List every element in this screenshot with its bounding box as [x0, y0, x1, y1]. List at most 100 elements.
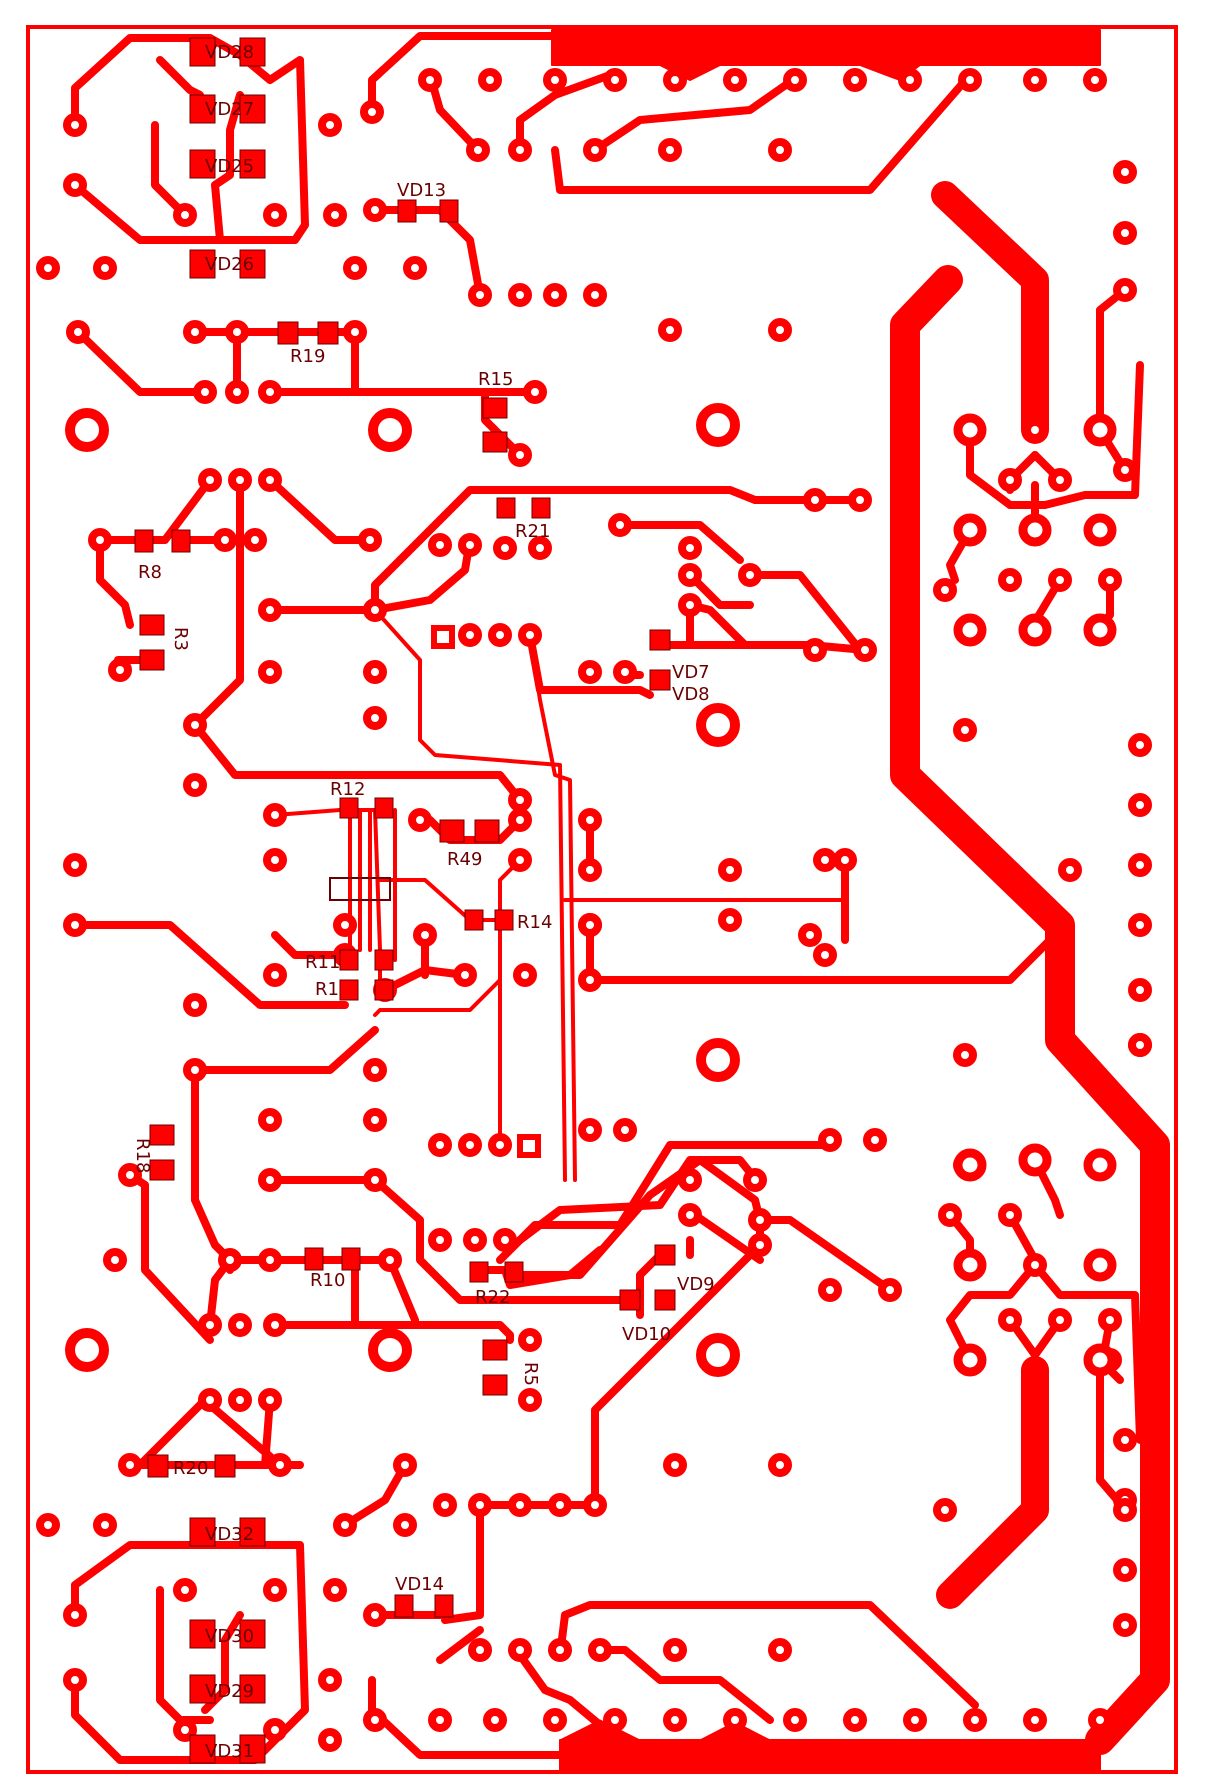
- smd-pad: [189, 1619, 216, 1649]
- through-hole-pad: [998, 568, 1022, 592]
- through-hole-pad: [183, 1058, 207, 1082]
- through-hole-pad: [258, 1108, 282, 1132]
- through-hole-pad: [393, 1453, 417, 1477]
- label-VD13: VD13: [397, 180, 446, 201]
- label-VD8: VD8: [672, 684, 710, 705]
- through-hole-pad: [258, 468, 282, 492]
- through-hole-pad: [88, 528, 112, 552]
- mounting-hole: [696, 1333, 740, 1377]
- mounting-hole: [65, 1328, 109, 1372]
- through-hole-pad: [466, 138, 490, 162]
- through-hole-pad: [1048, 1308, 1072, 1332]
- through-hole-pad: [1128, 913, 1152, 937]
- through-hole-pad: [1058, 858, 1082, 882]
- label-R19: R19: [290, 346, 325, 367]
- smd-pad: [239, 37, 266, 67]
- label-VD32: VD32: [205, 1524, 254, 1545]
- through-hole-pad: [1023, 68, 1047, 92]
- bottom-power-bus: [559, 1739, 1101, 1773]
- through-hole-pad: [583, 138, 607, 162]
- through-hole-pad: [428, 1228, 452, 1252]
- through-hole-pad: [463, 1228, 487, 1252]
- label-R5: R5: [520, 1362, 541, 1386]
- through-hole-pad: [363, 198, 387, 222]
- large-pad: [953, 1148, 987, 1182]
- smd-pad: [189, 94, 216, 124]
- through-hole-pad: [963, 1708, 987, 1732]
- through-hole-pad: [933, 1498, 957, 1522]
- smd-pad: [341, 1247, 361, 1271]
- through-hole-pad: [323, 203, 347, 227]
- through-hole-pad: [263, 203, 287, 227]
- through-hole-pad: [343, 256, 367, 280]
- through-hole-pad: [508, 848, 532, 872]
- through-hole-pad: [198, 468, 222, 492]
- through-hole-pad: [458, 533, 482, 557]
- through-hole-pad: [903, 1708, 927, 1732]
- smd-pad: [469, 1261, 489, 1283]
- smd-pad: [189, 1734, 216, 1764]
- through-hole-pad: [363, 1108, 387, 1132]
- main-power-rail: [890, 265, 1170, 1755]
- through-hole-pad: [63, 853, 87, 877]
- through-hole-pad: [543, 1708, 567, 1732]
- through-hole-pad: [723, 1708, 747, 1732]
- large-pad: [1083, 613, 1117, 647]
- smd-pad: [339, 797, 359, 819]
- through-hole-pad: [543, 283, 567, 307]
- through-hole-pad: [458, 623, 482, 647]
- through-hole-pad: [243, 528, 267, 552]
- through-hole-pad: [263, 1578, 287, 1602]
- through-hole-pad: [453, 963, 477, 987]
- smd-pad: [134, 529, 154, 553]
- through-hole-pad: [678, 1203, 702, 1227]
- through-hole-pad: [468, 1493, 492, 1517]
- through-hole-pad: [878, 1278, 902, 1302]
- through-hole-pad: [263, 803, 287, 827]
- through-hole-pad: [478, 68, 502, 92]
- through-hole-pad: [1128, 853, 1152, 877]
- smd-pad: [374, 797, 394, 819]
- through-hole-pad: [678, 536, 702, 560]
- mounting-hole: [368, 408, 412, 452]
- through-hole-pad: [1113, 1428, 1137, 1452]
- through-hole-pad: [198, 1388, 222, 1412]
- through-hole-pad: [508, 138, 532, 162]
- smd-pad: [239, 249, 266, 279]
- through-hole-pad: [118, 1453, 142, 1477]
- label-VD10: VD10: [622, 1324, 671, 1345]
- through-hole-pad: [748, 1233, 772, 1257]
- large-pad: [1083, 1343, 1117, 1377]
- through-hole-pad: [183, 713, 207, 737]
- through-hole-pad: [318, 1668, 342, 1692]
- smd-pad: [649, 669, 671, 691]
- smd-pad: [649, 629, 671, 651]
- through-hole-pad: [468, 1638, 492, 1662]
- smd-pad: [464, 909, 484, 931]
- through-hole-pad: [63, 1668, 87, 1692]
- through-hole-pad: [768, 318, 792, 342]
- smd-pad: [474, 819, 500, 843]
- smd-pad: [171, 529, 191, 553]
- label-VD29: VD29: [205, 1681, 254, 1702]
- through-hole-pad: [603, 68, 627, 92]
- through-hole-pad: [225, 320, 249, 344]
- smd-pad: [654, 1244, 676, 1266]
- through-hole-pad: [1113, 278, 1137, 302]
- large-pad: [1083, 413, 1117, 447]
- through-hole-pad: [588, 1638, 612, 1662]
- label-R1: R1: [315, 979, 339, 1000]
- through-hole-pad: [228, 1313, 252, 1337]
- label-VD14: VD14: [395, 1574, 444, 1595]
- through-hole-pad: [578, 808, 602, 832]
- through-hole-pad: [408, 808, 432, 832]
- through-hole-pad: [863, 1128, 887, 1152]
- smd-pad: [374, 949, 394, 971]
- through-hole-pad: [363, 598, 387, 622]
- through-hole-pad: [258, 1248, 282, 1272]
- through-hole-pad: [360, 100, 384, 124]
- through-hole-pad: [768, 1638, 792, 1662]
- through-hole-pad: [263, 848, 287, 872]
- through-hole-pad: [63, 113, 87, 137]
- through-hole-pad: [748, 1208, 772, 1232]
